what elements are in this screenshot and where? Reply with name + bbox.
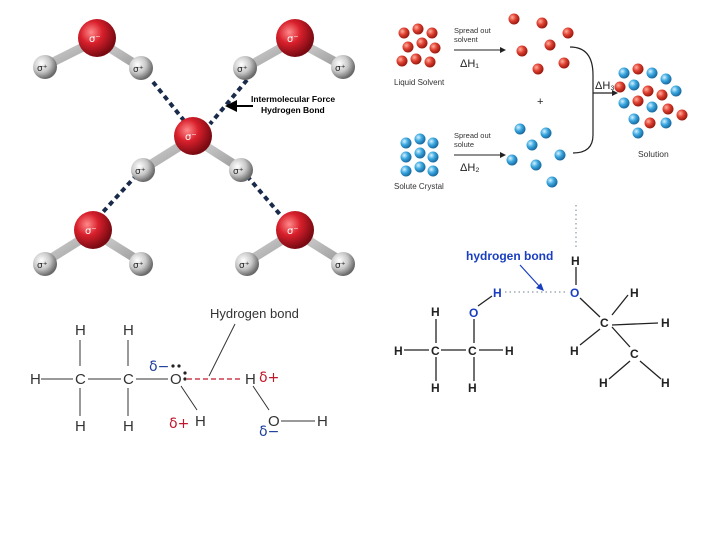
hydrogen-charge: σ⁺ — [37, 64, 48, 74]
step1-enthalpy: ΔH₁ — [460, 58, 479, 70]
atom-c: C — [630, 347, 639, 361]
water-molecule-bottom-right: σ⁻ σ⁺ σ⁺ — [235, 211, 355, 276]
water-molecule-top-left: σ⁻ σ⁺ σ⁺ — [33, 19, 153, 80]
water-molecule-bottom-left: σ⁻ σ⁺ σ⁺ — [33, 211, 153, 276]
spread-solute-particles — [506, 123, 566, 188]
hydrogen-bond-title: hydrogen bond — [466, 249, 553, 263]
water-molecules-svg: Intermolecular Force Hydrogen Bond σ⁻ σ⁺… — [33, 19, 355, 276]
delta-minus-oxygen: δ− — [149, 359, 169, 375]
hydrogen-charge: σ⁺ — [237, 65, 248, 75]
atom-h: H — [661, 316, 670, 330]
delta-plus-water-hydrogen: δ+ — [259, 370, 279, 386]
hydrogen-charge: σ⁺ — [233, 167, 244, 177]
label-arrow — [225, 100, 253, 112]
hydrogen-bond-title: Hydrogen bond — [210, 306, 299, 321]
liquid-solvent-label: Liquid Solvent — [394, 78, 445, 87]
atom-c: C — [75, 371, 86, 388]
atom-o: O — [170, 371, 182, 388]
atom-h: H — [431, 305, 440, 319]
atom-h: H — [195, 413, 206, 430]
atom-o: O — [570, 286, 579, 300]
solution-formation-figure: Liquid Solvent Spread out solvent ΔH₁ + … — [388, 5, 700, 200]
step1-label-line2: solvent — [454, 35, 479, 44]
atom-h: H — [317, 413, 328, 430]
label-pointer — [208, 323, 236, 377]
hydrogen-charge: σ⁺ — [37, 261, 48, 271]
water-hydrogen-bond-figure: Intermolecular Force Hydrogen Bond σ⁻ σ⁺… — [25, 10, 367, 285]
atom-h: H — [468, 381, 477, 395]
water-molecule-top-right: σ⁻ σ⁺ σ⁺ — [233, 19, 355, 80]
step3-enthalpy: ΔH₃ — [595, 80, 615, 92]
structure-atoms: H O H O H H C C H H H H C H H C H H — [394, 254, 670, 395]
step2-label-line2: solute — [454, 140, 474, 149]
atom-h: H — [570, 344, 579, 358]
hydrogen-charge: σ⁺ — [335, 64, 346, 74]
atom-h: H — [571, 254, 580, 268]
atom-h: H — [394, 344, 403, 358]
oxygen-charge: σ⁻ — [287, 226, 299, 237]
atom-h: H — [630, 286, 639, 300]
atom-h: H — [75, 322, 86, 339]
atom-o: O — [268, 413, 280, 430]
hydrogen-charge: σ⁺ — [133, 65, 144, 75]
ethanol-pair-svg: hydrogen bond H O H O H H C C H H H H C … — [394, 205, 670, 395]
plus-sign: + — [537, 96, 543, 108]
step1-arrow — [454, 47, 506, 53]
atom-c: C — [600, 316, 609, 330]
atom-h: H — [431, 381, 440, 395]
hydrogen-charge: σ⁺ — [135, 167, 146, 177]
solution-mixture-particles — [614, 63, 688, 139]
atom-o: O — [469, 306, 478, 320]
solute-crystal-label: Solute Crystal — [394, 182, 444, 191]
atom-c: C — [123, 371, 134, 388]
lone-pair-dots — [171, 364, 187, 381]
atom-h: H — [123, 322, 134, 339]
solution-label: Solution — [638, 149, 669, 159]
ethanol-water-svg: H H H C C O H H H H O H — [30, 306, 328, 440]
atom-c: C — [431, 344, 440, 358]
step1-label-line1: Spread out — [454, 26, 492, 35]
water-molecule-center: σ⁻ σ⁺ σ⁺ — [131, 117, 253, 182]
hbond-top-right — [208, 78, 249, 126]
oxygen-charge: σ⁻ — [287, 34, 299, 45]
solute-crystal-cluster — [400, 133, 439, 177]
structure-atoms: H H H C C O H H H H O H — [30, 322, 328, 435]
ethanol-pair-hbond-figure: hydrogen bond H O H O H H C C H H H H C … — [380, 205, 705, 405]
hydrogen-charge: σ⁺ — [133, 261, 144, 271]
atom-h: H — [599, 376, 608, 390]
atom-c: C — [468, 344, 477, 358]
hbond-bottom-right — [245, 174, 285, 220]
delta-minus-water-oxygen: δ− — [259, 424, 279, 440]
hydrogen-charge: σ⁺ — [239, 261, 250, 271]
solution-formation-svg: Liquid Solvent Spread out solvent ΔH₁ + … — [394, 13, 688, 191]
label-arrow — [519, 264, 544, 291]
step2-arrow — [454, 152, 506, 158]
atom-h: H — [661, 376, 670, 390]
step2-enthalpy: ΔH₂ — [460, 162, 480, 174]
atom-h: H — [245, 371, 256, 388]
spread-solvent-particles — [508, 13, 574, 75]
step2-label-line1: Spread out — [454, 131, 492, 140]
atom-h: H — [493, 286, 502, 300]
oxygen-charge: σ⁻ — [85, 226, 97, 237]
atom-h: H — [75, 418, 86, 435]
intermolecular-force-label: Intermolecular Force — [251, 94, 335, 104]
atom-h: H — [505, 344, 514, 358]
covalent-bonds — [404, 267, 662, 381]
atom-h: H — [123, 418, 134, 435]
delta-plus-hydrogen: δ+ — [169, 416, 189, 432]
ethanol-water-hbond-figure: H H H C C O H H H H O H — [25, 300, 365, 450]
liquid-solvent-cluster — [396, 23, 441, 68]
covalent-bonds — [41, 340, 315, 422]
hydrogen-bond-label: Hydrogen Bond — [261, 105, 325, 115]
oxygen-charge: σ⁻ — [89, 34, 101, 45]
atom-h: H — [30, 371, 41, 388]
oxygen-charge: σ⁻ — [185, 132, 197, 143]
hydrogen-charge: σ⁺ — [335, 261, 346, 271]
combine-bracket — [569, 46, 618, 154]
